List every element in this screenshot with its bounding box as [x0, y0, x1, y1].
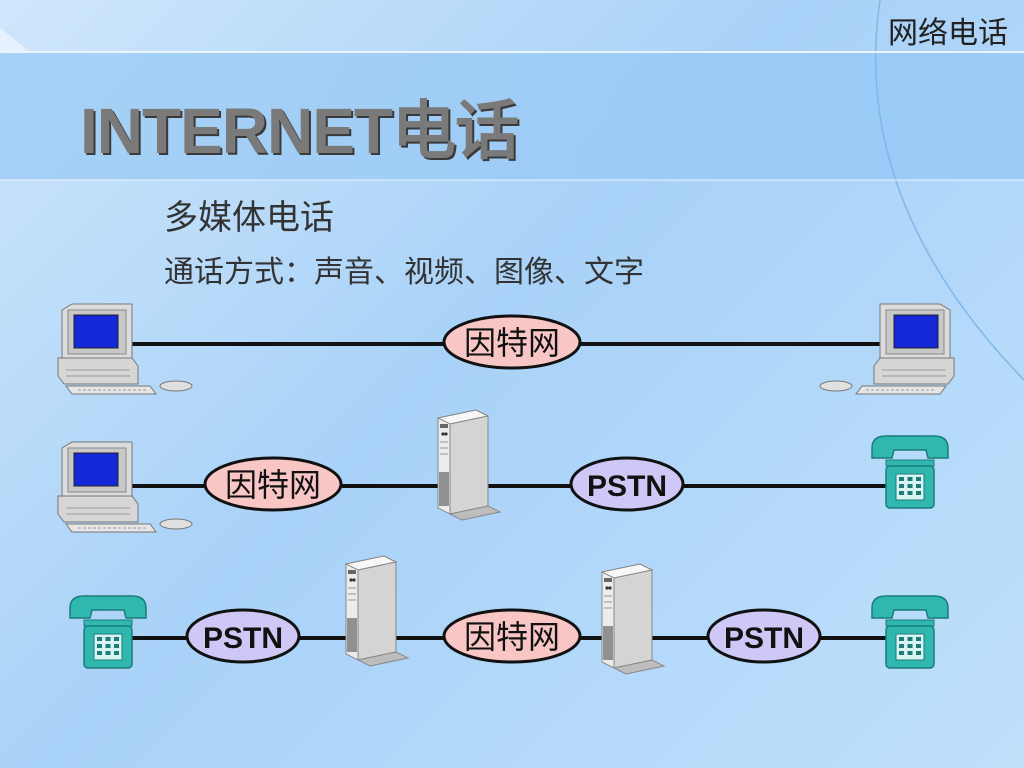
telephone-icon	[69, 595, 147, 669]
pstn-label: PSTN	[203, 622, 283, 655]
internet-cloud: 因特网	[203, 456, 343, 512]
pstn-label: PSTN	[587, 470, 667, 503]
telephone-icon	[871, 435, 949, 509]
internet-cloud: 因特网	[442, 608, 582, 664]
internet-label: 因特网	[464, 324, 560, 362]
internet-cloud: 因特网	[442, 314, 582, 370]
pstn-label: PSTN	[724, 622, 804, 655]
computer-icon	[819, 303, 955, 395]
title-band	[0, 52, 1024, 180]
gateway-server-icon	[345, 555, 409, 667]
computer-icon	[57, 303, 193, 395]
gateway-server-icon	[601, 563, 665, 675]
pstn-network: PSTN	[569, 456, 685, 512]
gateway-server-icon	[437, 409, 501, 521]
pstn-network: PSTN	[706, 608, 822, 664]
internet-label: 因特网	[225, 466, 321, 504]
internet-label: 因特网	[464, 618, 560, 656]
telephone-icon	[871, 595, 949, 669]
subtitle: 多媒体电话	[164, 198, 334, 238]
page-title: INTERNET电话	[80, 95, 519, 167]
pstn-network: PSTN	[185, 608, 301, 664]
corner-title: 网络电话	[888, 16, 1008, 51]
description: 通话方式：声音、视频、图像、文字	[164, 255, 644, 290]
